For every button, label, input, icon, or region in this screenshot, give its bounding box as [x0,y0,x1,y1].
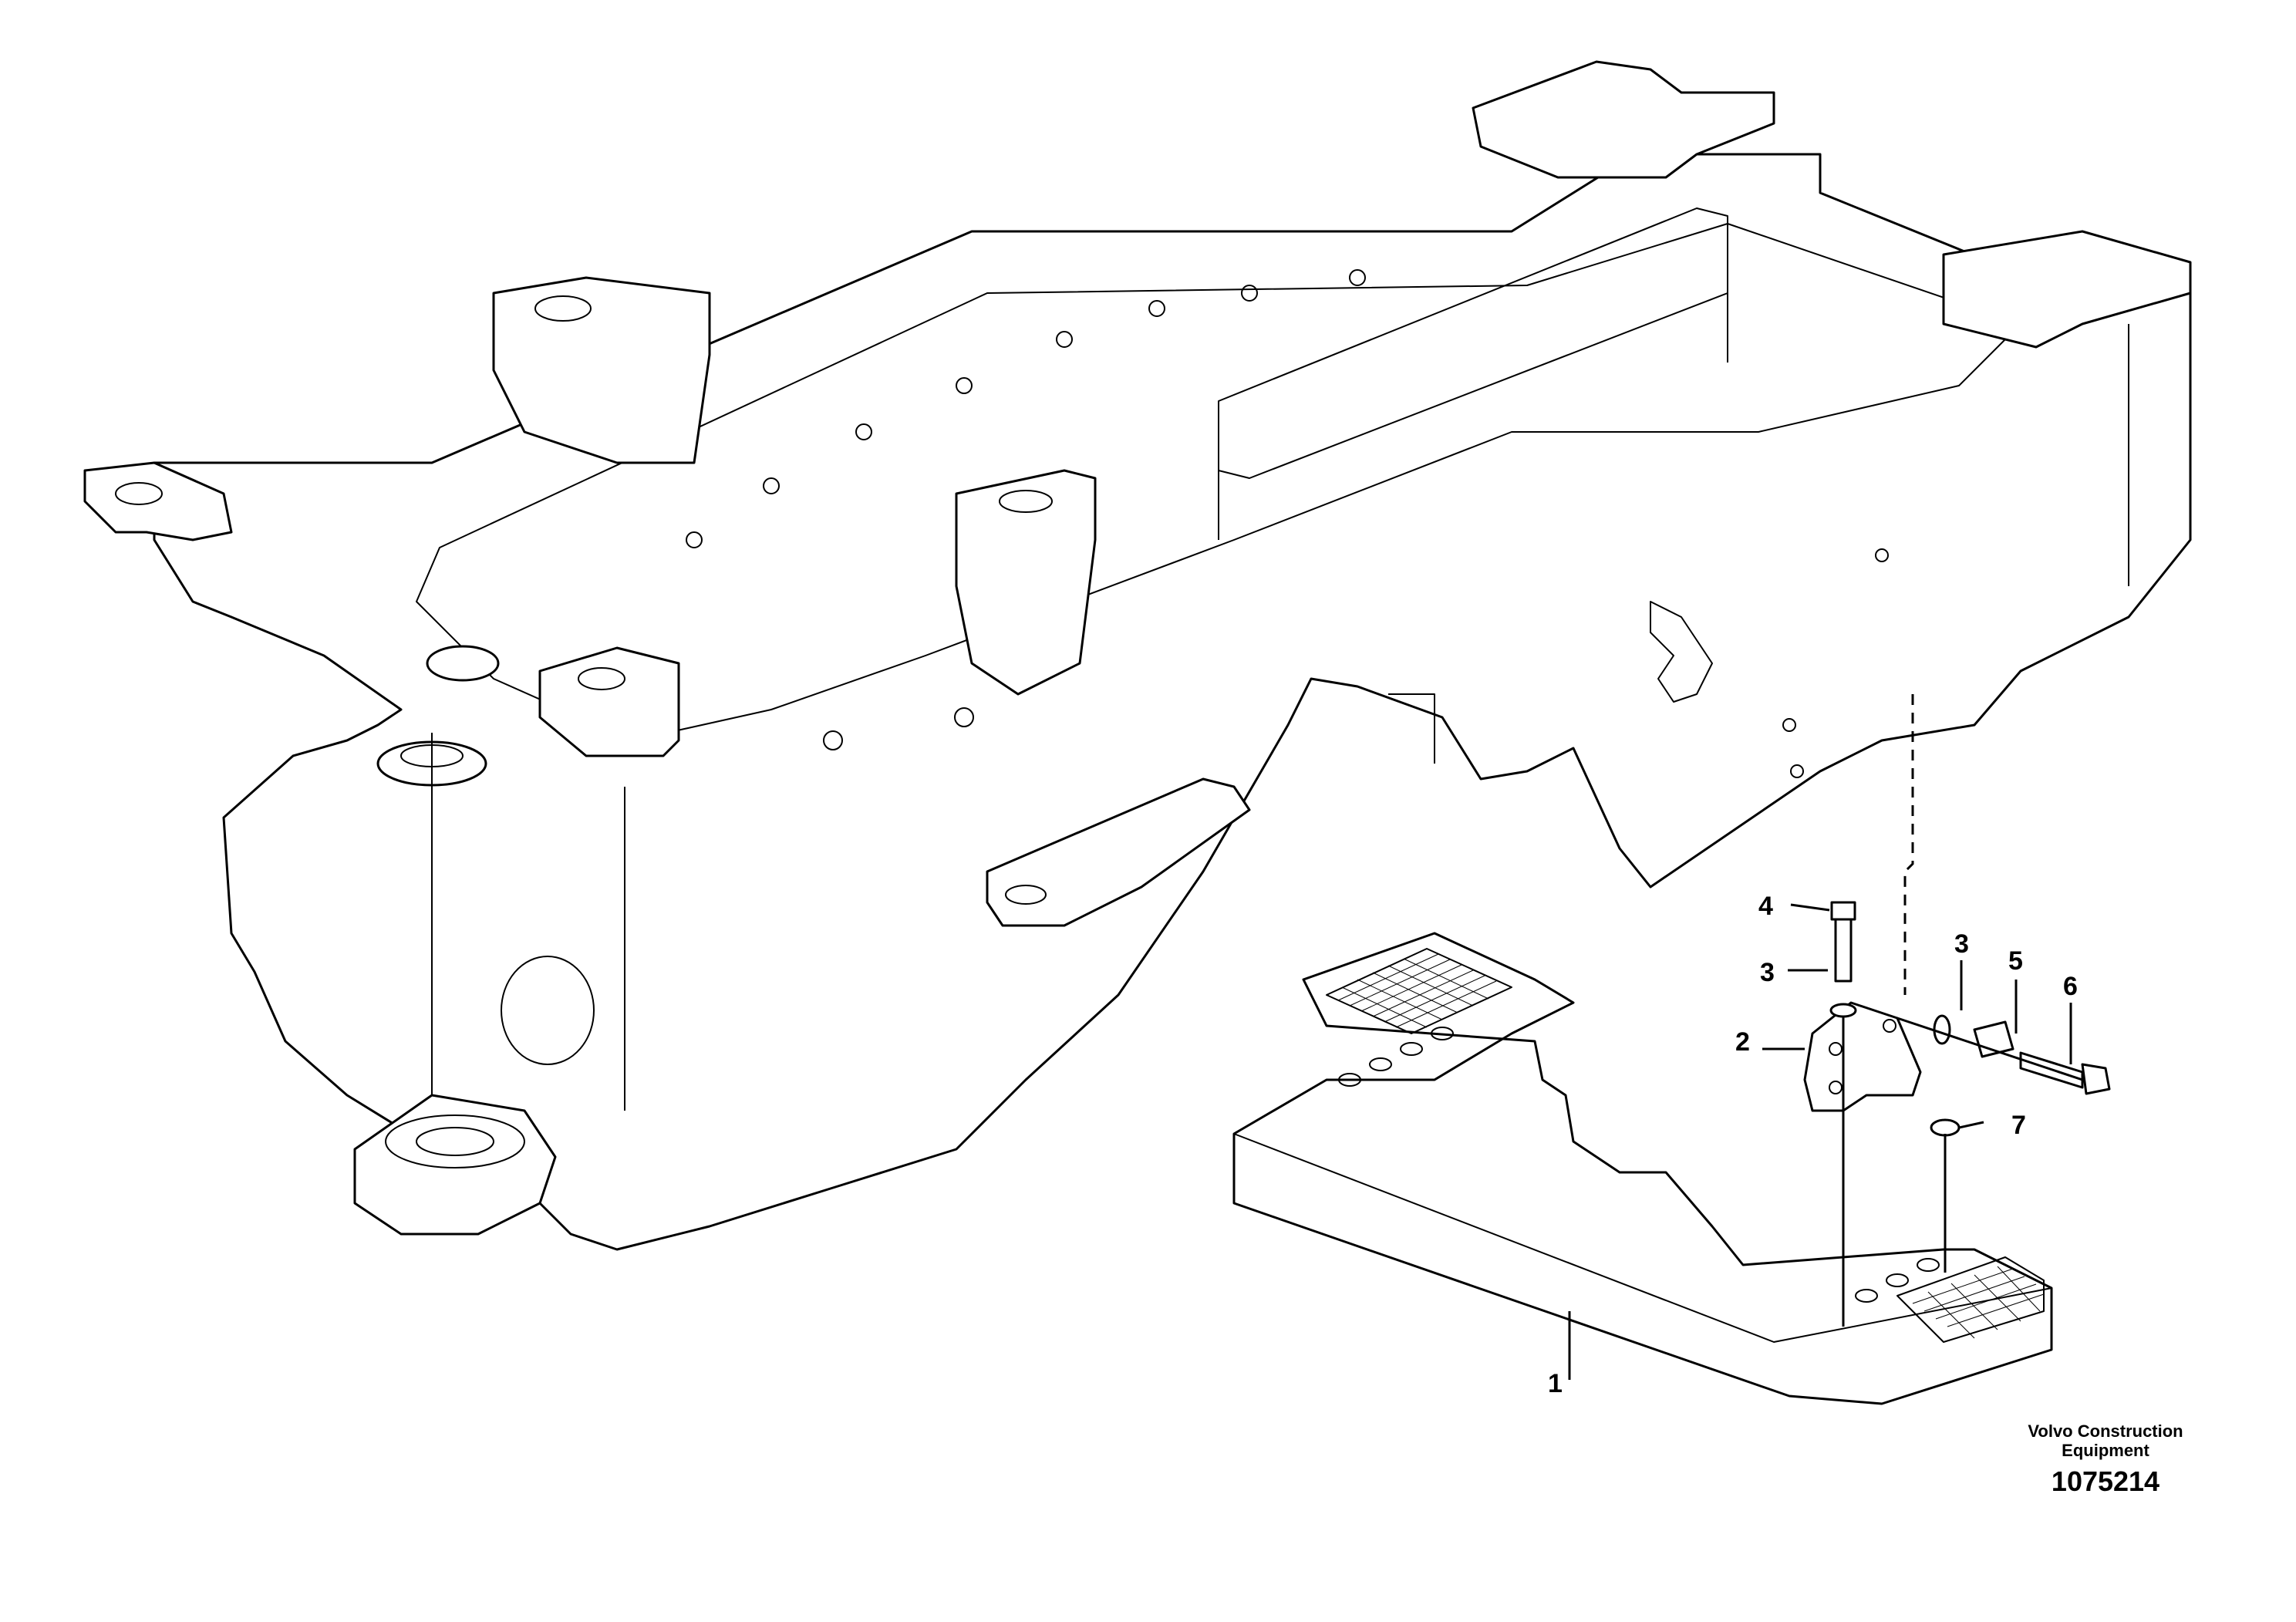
anti-slip-grating-right [1896,1256,2045,1343]
brand-name-line-1: Volvo Construction [2028,1421,2183,1441]
brand-name-line-2: Equipment [2062,1441,2149,1460]
machine-frame [83,60,2192,1251]
callout-2: 2 [1735,1027,1750,1057]
bolt-shank-part-4 [1834,918,1853,983]
plug-part-7 [1930,1118,1961,1137]
spacer-part-5 [1973,1020,2014,1058]
washer-part-3-side [1933,1014,1951,1045]
callout-3-right: 3 [1954,929,1969,959]
callout-1: 1 [1548,1369,1563,1398]
callout-7: 7 [2011,1111,2026,1140]
callout-5: 5 [2008,946,2023,976]
callout-6: 6 [2063,972,2078,1001]
assembly-dashed-line [1903,694,1914,995]
bracket-part-2 [1803,1001,1922,1112]
callout-3-left: 3 [1760,958,1775,987]
callout-leaders [1568,903,2072,1380]
callout-4: 4 [1758,892,1773,921]
bolt-head-part-4 [1830,901,1856,921]
anti-slip-grating-left [1326,948,1512,1034]
fasteners [1829,901,2111,1327]
bolt-head-part-6 [2081,1063,2111,1095]
step-platform-part-1 [1232,932,2053,1405]
figure-number: 1075214 [2051,1465,2160,1497]
washer-part-3 [1829,1003,1857,1018]
